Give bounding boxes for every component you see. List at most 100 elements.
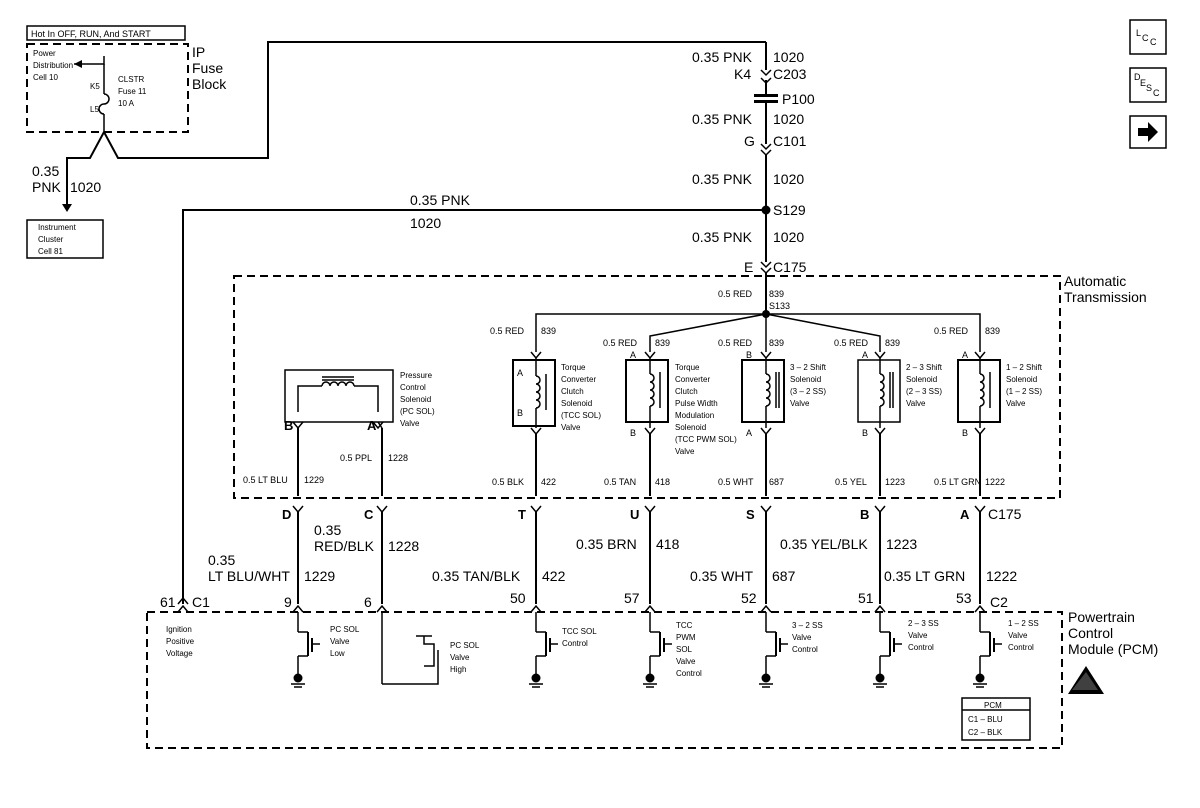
svg-text:C: C bbox=[1142, 33, 1149, 43]
svg-text:0.35: 0.35 bbox=[208, 552, 235, 568]
c175-connector-row: D C T U S B A C175 bbox=[282, 505, 1022, 522]
svg-text:Fuse 11: Fuse 11 bbox=[118, 87, 147, 96]
svg-text:Power: Power bbox=[33, 49, 56, 58]
c101-connector bbox=[760, 143, 772, 157]
svg-text:C: C bbox=[1150, 37, 1157, 47]
svg-text:Modulation: Modulation bbox=[675, 411, 714, 420]
c175-e-connector bbox=[760, 261, 772, 275]
svg-text:Control: Control bbox=[792, 645, 818, 654]
svg-text:0.5 RED: 0.5 RED bbox=[718, 338, 753, 348]
svg-text:C: C bbox=[1153, 88, 1160, 98]
svg-text:B: B bbox=[860, 507, 869, 522]
svg-text:Valve: Valve bbox=[790, 399, 810, 408]
svg-text:1020: 1020 bbox=[773, 111, 804, 127]
svg-text:Solenoid: Solenoid bbox=[790, 375, 821, 384]
svg-text:0.5 BLK: 0.5 BLK bbox=[492, 477, 524, 487]
svg-text:Automatic: Automatic bbox=[1064, 273, 1126, 289]
arrow-right-icon bbox=[1138, 122, 1158, 142]
svg-text:1228: 1228 bbox=[388, 453, 408, 463]
l5-label: L5 bbox=[90, 105, 99, 114]
svg-text:0.35 PNK: 0.35 PNK bbox=[692, 49, 753, 65]
svg-text:B: B bbox=[862, 428, 868, 438]
splice-wire-label: 0.5 RED bbox=[718, 289, 753, 299]
svg-text:PC SOL: PC SOL bbox=[330, 625, 360, 634]
svg-text:E: E bbox=[744, 259, 753, 275]
svg-text:Transmission: Transmission bbox=[1064, 289, 1147, 305]
svg-text:1 – 2 SS: 1 – 2 SS bbox=[1008, 619, 1039, 628]
driver-tcc-sol: TCC SOL Control bbox=[528, 612, 597, 688]
driver-1-2-ss: 1 – 2 SS Valve Control bbox=[972, 612, 1039, 688]
svg-text:C2 – BLK: C2 – BLK bbox=[968, 728, 1003, 737]
svg-text:C2: C2 bbox=[990, 594, 1008, 610]
svg-text:1020: 1020 bbox=[70, 179, 101, 195]
svg-text:0.5 YEL: 0.5 YEL bbox=[835, 477, 867, 487]
pcm-pin-numbers: 61 C1 9 6 50 57 52 51 53 C2 bbox=[160, 590, 1008, 613]
svg-text:Control: Control bbox=[676, 669, 702, 678]
svg-text:(3 – 2 SS): (3 – 2 SS) bbox=[790, 387, 826, 396]
driver-2-3-ss: 2 – 3 SS Valve Control bbox=[872, 612, 939, 688]
svg-text:A: A bbox=[962, 350, 968, 360]
svg-text:839: 839 bbox=[541, 326, 556, 336]
next-button[interactable] bbox=[1129, 115, 1167, 149]
svg-text:Powertrain: Powertrain bbox=[1068, 609, 1135, 625]
svg-text:RED/BLK: RED/BLK bbox=[314, 538, 375, 554]
pc-sol-label: Pressure Control Solenoid (PC SOL) Valve bbox=[400, 371, 435, 428]
svg-text:Torque: Torque bbox=[675, 363, 700, 372]
driver-pc-sol-low: PC SOL Valve Low bbox=[290, 612, 360, 688]
svg-text:B: B bbox=[962, 428, 968, 438]
svg-text:Solenoid: Solenoid bbox=[400, 395, 431, 404]
svg-text:(2 – 3 SS): (2 – 3 SS) bbox=[906, 387, 942, 396]
svg-text:0.35 WHT: 0.35 WHT bbox=[690, 568, 753, 584]
svg-text:(PC SOL): (PC SOL) bbox=[400, 407, 435, 416]
svg-text:TCC: TCC bbox=[676, 621, 693, 630]
branch-tcc-pwm bbox=[649, 313, 767, 352]
svg-text:High: High bbox=[450, 665, 466, 674]
svg-text:Ignition: Ignition bbox=[166, 625, 192, 634]
solenoid-tcc-pwm: 0.5 RED 839 A B Torque Converter Clutch … bbox=[603, 338, 737, 496]
svg-text:1 – 2 Shift: 1 – 2 Shift bbox=[1006, 363, 1043, 372]
svg-text:1223: 1223 bbox=[885, 477, 905, 487]
svg-text:G: G bbox=[744, 133, 755, 149]
svg-text:Clutch: Clutch bbox=[561, 387, 584, 396]
svg-text:P100: P100 bbox=[782, 91, 815, 107]
svg-text:A: A bbox=[630, 350, 636, 360]
svg-text:D: D bbox=[1134, 72, 1141, 82]
svg-text:61: 61 bbox=[160, 594, 176, 610]
arrow-left-icon bbox=[74, 60, 82, 68]
svg-text:3 – 2 SS: 3 – 2 SS bbox=[792, 621, 823, 630]
svg-text:C175: C175 bbox=[773, 259, 807, 275]
svg-text:Converter: Converter bbox=[561, 375, 596, 384]
branch-23ss bbox=[765, 313, 881, 352]
svg-text:(TCC PWM SOL): (TCC PWM SOL) bbox=[675, 435, 737, 444]
p100-bar bbox=[754, 94, 778, 97]
svg-text:S: S bbox=[1146, 83, 1152, 93]
solenoid-1-2-ss: 0.5 RED 839 A B 1 – 2 Shift Solenoid (1 … bbox=[934, 326, 1043, 496]
wire-to-c203 bbox=[103, 41, 766, 159]
svg-text:9: 9 bbox=[284, 594, 292, 610]
driver-pc-sol-high: PC SOL Valve High bbox=[381, 612, 480, 685]
svg-text:PC SOL: PC SOL bbox=[450, 641, 480, 650]
branch-12ss bbox=[766, 313, 981, 352]
svg-text:Control: Control bbox=[562, 639, 588, 648]
svg-text:0.35 TAN/BLK: 0.35 TAN/BLK bbox=[432, 568, 521, 584]
svg-text:57: 57 bbox=[624, 590, 640, 606]
ignition-label: Ignition Positive Voltage bbox=[166, 625, 195, 658]
svg-text:A: A bbox=[960, 507, 970, 522]
svg-text:0.35 LT GRN: 0.35 LT GRN bbox=[884, 568, 965, 584]
svg-text:0.35: 0.35 bbox=[314, 522, 341, 538]
svg-text:A: A bbox=[746, 428, 752, 438]
svg-text:S: S bbox=[746, 507, 755, 522]
svg-text:0.5 RED: 0.5 RED bbox=[603, 338, 638, 348]
svg-text:0.5 RED: 0.5 RED bbox=[934, 326, 969, 336]
svg-text:Solenoid: Solenoid bbox=[1006, 375, 1037, 384]
svg-text:TCC SOL: TCC SOL bbox=[562, 627, 597, 636]
pcm-wires bbox=[297, 512, 981, 604]
svg-text:Torque: Torque bbox=[561, 363, 586, 372]
svg-text:D: D bbox=[282, 507, 291, 522]
svg-text:C101: C101 bbox=[773, 133, 807, 149]
svg-text:Positive: Positive bbox=[166, 637, 195, 646]
svg-text:839: 839 bbox=[769, 289, 784, 299]
svg-text:687: 687 bbox=[769, 477, 784, 487]
